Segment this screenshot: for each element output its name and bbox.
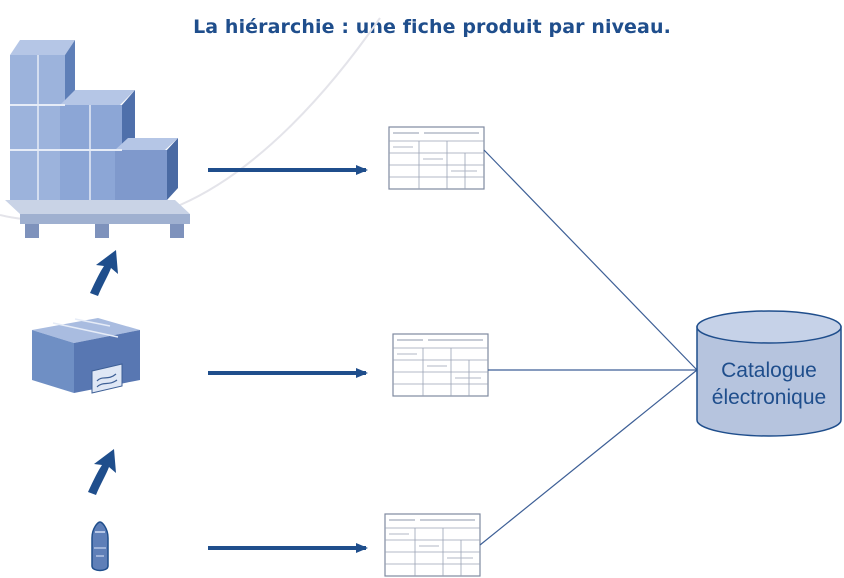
case-icon <box>32 318 140 394</box>
up-arrow-icon <box>88 449 116 495</box>
connector-line <box>479 369 698 546</box>
product-sheet-icon <box>384 513 481 577</box>
unit-product-icon <box>91 521 109 572</box>
diagram-title: La hiérarchie : une fiche produit par ni… <box>193 16 671 38</box>
database-label-line1: Catalogue <box>721 359 817 382</box>
product-sheet-icon <box>388 126 485 190</box>
database-icon: Catalogue électronique <box>696 310 842 437</box>
connector-line <box>483 149 698 371</box>
product-sheet-icon <box>392 333 489 397</box>
up-arrow-icon <box>90 250 118 296</box>
pallet-icon <box>5 40 190 238</box>
background-arc <box>179 17 381 206</box>
database-label-line2: électronique <box>712 386 826 409</box>
